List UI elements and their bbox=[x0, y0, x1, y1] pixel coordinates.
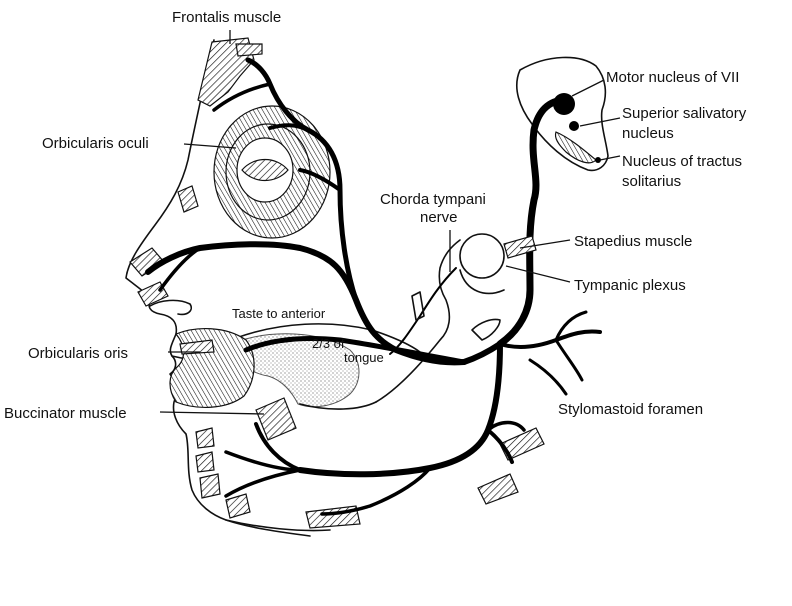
label-superior-salivatory-line2: nucleus bbox=[622, 125, 674, 142]
buccinator-muscle-shape bbox=[255, 397, 297, 441]
motor-nucleus-dot bbox=[553, 93, 575, 115]
label-motor-nucleus: Motor nucleus of VII bbox=[606, 69, 739, 86]
label-taste-line2: 2/3 of bbox=[312, 336, 345, 351]
label-chorda-tympani-line2: nerve bbox=[420, 209, 458, 226]
label-taste-line1: Taste to anterior bbox=[232, 306, 326, 321]
posterior-auricular-muscle bbox=[499, 427, 545, 461]
digastric-muscle bbox=[477, 473, 519, 505]
label-tractus-solitarius-line2: solitarius bbox=[622, 173, 681, 190]
label-taste-line3: tongue bbox=[344, 350, 384, 365]
label-superior-salivatory-line1: Superior salivatory bbox=[622, 105, 747, 122]
superior-salivatory-dot bbox=[569, 121, 579, 131]
label-tractus-solitarius-line1: Nucleus of tractus bbox=[622, 153, 742, 170]
tractus-solitarius-dot bbox=[595, 157, 601, 163]
facial-nerve-paths bbox=[145, 57, 602, 516]
label-orbicularis-oculi: Orbicularis oculi bbox=[42, 135, 149, 152]
label-stylomastoid-foramen: Stylomastoid foramen bbox=[558, 401, 703, 418]
label-tympanic-plexus: Tympanic plexus bbox=[574, 277, 686, 294]
label-frontalis-muscle: Frontalis muscle bbox=[172, 9, 281, 26]
tympanic-region bbox=[411, 233, 537, 341]
leader-lines bbox=[159, 30, 621, 415]
label-chorda-tympani-line1: Chorda tympani bbox=[380, 191, 486, 208]
orbicularis-oris-muscle bbox=[169, 328, 255, 408]
label-orbicularis-oris: Orbicularis oris bbox=[28, 345, 128, 362]
label-stapedius-muscle: Stapedius muscle bbox=[574, 233, 692, 250]
mentalis-muscles bbox=[195, 427, 251, 519]
orbicularis-oculi-muscle bbox=[213, 105, 331, 239]
label-buccinator-muscle: Buccinator muscle bbox=[4, 405, 127, 422]
temple-muscle bbox=[177, 185, 199, 213]
frontalis-upper-strip bbox=[235, 43, 263, 57]
